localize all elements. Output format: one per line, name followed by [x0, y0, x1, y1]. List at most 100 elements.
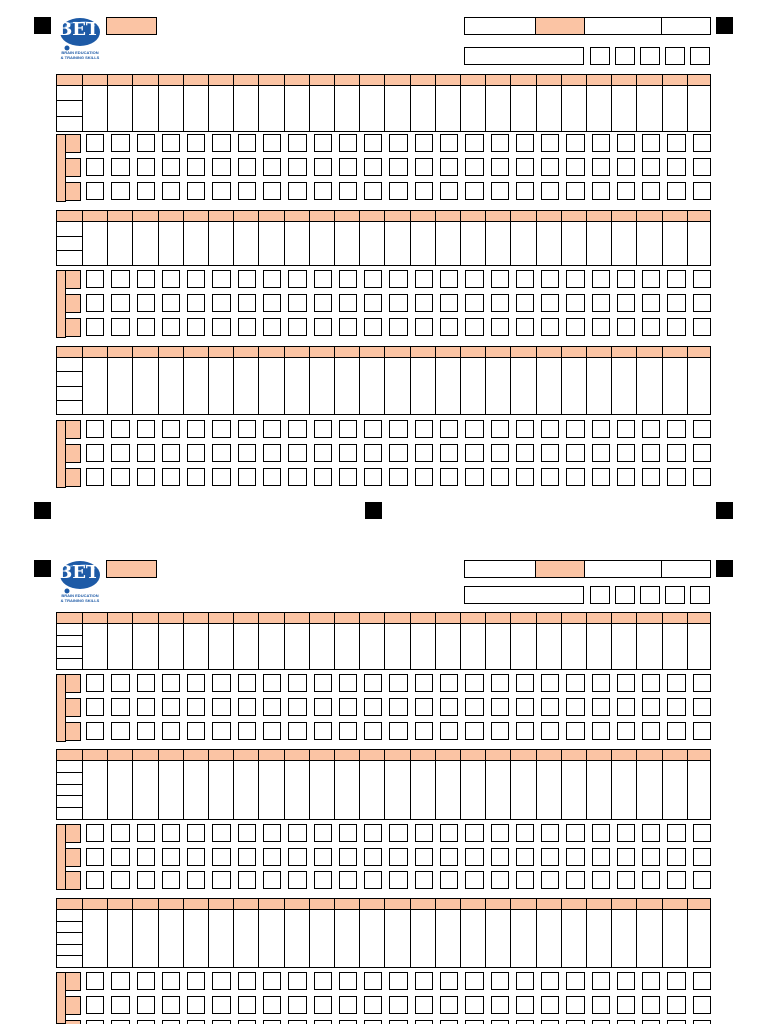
bubble-row[interactable]	[86, 722, 712, 740]
answer-bubble-box[interactable]	[262, 270, 282, 288]
answer-bubble-box[interactable]	[212, 722, 231, 740]
answer-bubble-box[interactable]	[616, 182, 636, 200]
answer-bubble-box[interactable]	[465, 698, 484, 716]
form-code-field[interactable]	[106, 17, 157, 35]
answer-bubble-box[interactable]	[414, 972, 433, 990]
answer-bubble-box[interactable]	[692, 848, 712, 866]
answer-bubble-box[interactable]	[465, 824, 484, 842]
id-digit-box[interactable]	[690, 47, 710, 65]
answer-bubble-box[interactable]	[667, 824, 686, 842]
answer-bubble-box[interactable]	[566, 674, 585, 692]
answer-bubble-box[interactable]	[262, 824, 282, 842]
answer-bubble-box[interactable]	[692, 468, 712, 486]
answer-bubble-box[interactable]	[212, 468, 231, 486]
answer-bubble-box[interactable]	[86, 871, 105, 889]
answer-bubble-box[interactable]	[541, 468, 560, 486]
answer-bubble-box[interactable]	[490, 468, 509, 486]
answer-bubble-box[interactable]	[566, 1020, 585, 1024]
answer-bubble-box[interactable]	[313, 444, 332, 462]
answer-bubble-box[interactable]	[187, 698, 206, 716]
answer-bubble-box[interactable]	[313, 972, 332, 990]
answer-bubble-box[interactable]	[262, 318, 282, 336]
bubble-row[interactable]	[86, 972, 711, 990]
answer-bubble-box[interactable]	[187, 158, 206, 176]
answer-bubble-box[interactable]	[288, 972, 307, 990]
answer-bubble-box[interactable]	[338, 996, 358, 1014]
id-digit-box[interactable]	[640, 47, 660, 65]
answer-bubble-box[interactable]	[414, 318, 433, 336]
answer-bubble-box[interactable]	[591, 848, 610, 866]
answer-bubble-box[interactable]	[161, 444, 181, 462]
answer-bubble-box[interactable]	[187, 871, 206, 889]
answer-bubble-box[interactable]	[111, 468, 130, 486]
bubble-row[interactable]	[86, 318, 712, 336]
answer-bubble-box[interactable]	[237, 996, 256, 1014]
id-digit-box[interactable]	[615, 586, 635, 604]
answer-bubble-box[interactable]	[642, 318, 661, 336]
answer-bubble-box[interactable]	[591, 824, 610, 842]
answer-bubble-box[interactable]	[515, 270, 535, 288]
answer-bubble-box[interactable]	[490, 972, 509, 990]
answer-bubble-box[interactable]	[86, 848, 105, 866]
answer-bubble-box[interactable]	[161, 420, 181, 438]
answer-bubble-box[interactable]	[692, 182, 712, 200]
answer-bubble-box[interactable]	[161, 824, 181, 842]
answer-bubble-box[interactable]	[616, 698, 636, 716]
answer-bubble-box[interactable]	[439, 722, 459, 740]
answer-bubble-box[interactable]	[212, 996, 231, 1014]
answer-bubble-box[interactable]	[262, 420, 282, 438]
answer-bubble-box[interactable]	[364, 182, 383, 200]
answer-bubble-box[interactable]	[288, 134, 307, 152]
answer-bubble-box[interactable]	[414, 468, 433, 486]
answer-bubble-box[interactable]	[616, 722, 636, 740]
answer-bubble-box[interactable]	[237, 824, 256, 842]
id-digit-box[interactable]	[590, 47, 610, 65]
answer-bubble-box[interactable]	[389, 1020, 408, 1024]
answer-bubble-box[interactable]	[313, 871, 332, 889]
answer-bubble-box[interactable]	[338, 824, 358, 842]
answer-bubble-box[interactable]	[237, 674, 256, 692]
answer-bubble-box[interactable]	[692, 674, 712, 692]
answer-bubble-box[interactable]	[616, 871, 636, 889]
answer-bubble-box[interactable]	[313, 698, 332, 716]
answer-bubble-box[interactable]	[667, 294, 686, 312]
answer-bubble-box[interactable]	[288, 674, 307, 692]
answer-bubble-box[interactable]	[187, 468, 206, 486]
bubble-row[interactable]	[86, 158, 712, 176]
id-digit-box[interactable]	[665, 586, 685, 604]
answer-bubble-box[interactable]	[262, 871, 282, 889]
answer-bubble-box[interactable]	[338, 134, 358, 152]
answer-bubble-box[interactable]	[541, 722, 560, 740]
answer-bubble-box[interactable]	[515, 134, 535, 152]
answer-bubble-box[interactable]	[591, 318, 610, 336]
answer-bubble-box[interactable]	[136, 996, 155, 1014]
answer-bubble-box[interactable]	[389, 848, 408, 866]
answer-bubble-box[interactable]	[364, 698, 383, 716]
answer-bubble-box[interactable]	[111, 1020, 130, 1024]
info-highlight-cell[interactable]	[535, 561, 585, 577]
answer-bubble-box[interactable]	[439, 158, 459, 176]
answer-bubble-box[interactable]	[591, 871, 610, 889]
answer-bubble-box[interactable]	[111, 722, 130, 740]
answer-bubble-box[interactable]	[111, 134, 130, 152]
answer-bubble-box[interactable]	[541, 848, 560, 866]
answer-bubble-box[interactable]	[515, 972, 535, 990]
answer-bubble-box[interactable]	[313, 674, 332, 692]
answer-bubble-box[interactable]	[262, 1020, 282, 1024]
answer-bubble-box[interactable]	[262, 182, 282, 200]
answer-bubble-box[interactable]	[591, 698, 610, 716]
answer-bubble-box[interactable]	[642, 871, 661, 889]
answer-bubble-box[interactable]	[313, 134, 332, 152]
answer-bubble-box[interactable]	[161, 1020, 181, 1024]
answer-bubble-box[interactable]	[237, 294, 256, 312]
answer-bubble-box[interactable]	[490, 420, 509, 438]
answer-bubble-box[interactable]	[591, 294, 610, 312]
answer-bubble-box[interactable]	[667, 444, 686, 462]
answer-bubble-box[interactable]	[414, 134, 433, 152]
answer-bubble-box[interactable]	[616, 972, 636, 990]
answer-bubble-box[interactable]	[591, 674, 610, 692]
answer-bubble-box[interactable]	[364, 674, 383, 692]
answer-bubble-box[interactable]	[566, 270, 585, 288]
answer-bubble-box[interactable]	[692, 158, 712, 176]
answer-bubble-box[interactable]	[616, 158, 636, 176]
